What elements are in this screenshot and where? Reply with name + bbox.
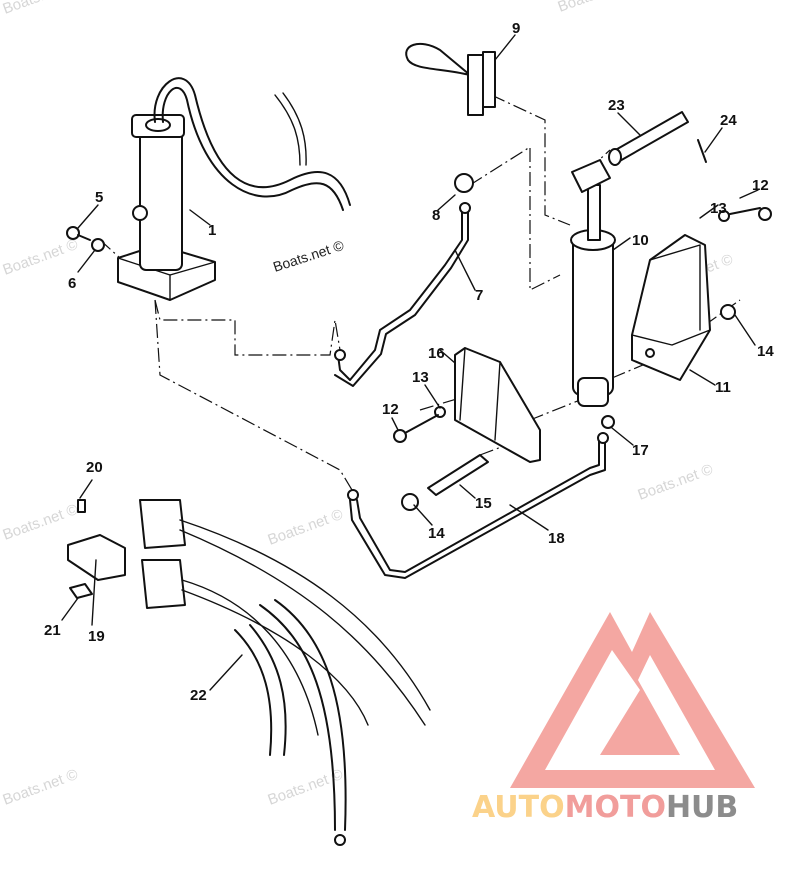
automotohub-logo: AUTO MOTO HUB xyxy=(472,612,755,825)
wiring-harness xyxy=(139,499,431,846)
label-21: 21 xyxy=(44,622,61,639)
wire-clip-bracket xyxy=(405,42,496,116)
label-13-left: 13 xyxy=(412,369,429,386)
label-11: 11 xyxy=(715,379,731,396)
label-15: 15 xyxy=(475,495,492,512)
label-24: 24 xyxy=(720,112,737,129)
label-19: 19 xyxy=(88,628,105,645)
label-6: 6 xyxy=(68,275,76,292)
label-22: 22 xyxy=(190,687,207,704)
pump-motor xyxy=(117,77,351,301)
watermark: Boats.net © xyxy=(556,0,636,16)
watermark-main: Boats.net © xyxy=(271,237,346,275)
watermark: Boats.net © xyxy=(1,0,81,18)
label-23: 23 xyxy=(608,97,625,114)
logo-mark xyxy=(510,612,755,788)
right-mount-bracket xyxy=(631,234,711,381)
label-8: 8 xyxy=(432,207,440,224)
label-7: 7 xyxy=(475,287,483,304)
label-12: 12 xyxy=(752,177,769,194)
label-5: 5 xyxy=(95,189,103,206)
logo-word-auto: AUTO xyxy=(472,790,565,825)
label-18: 18 xyxy=(548,530,565,547)
label-20: 20 xyxy=(86,459,103,476)
label-14: 14 xyxy=(757,343,774,360)
hydraulic-lines xyxy=(334,173,609,579)
hardware xyxy=(66,207,772,599)
label-16: 16 xyxy=(428,345,445,362)
watermark: Boats.net © xyxy=(636,461,716,504)
label-17: 17 xyxy=(632,442,649,459)
label-9: 9 xyxy=(512,20,520,37)
watermark: Boats.net © xyxy=(1,501,81,544)
logo-word-hub: HUB xyxy=(666,790,738,825)
label-13: 13 xyxy=(710,200,727,217)
label-12-left: 12 xyxy=(382,401,399,418)
label-1: 1 xyxy=(208,222,216,239)
leader-lines xyxy=(61,34,759,691)
logo-word-moto: MOTO xyxy=(565,790,666,825)
watermark: Boats.net © xyxy=(266,506,346,549)
left-mount-bracket xyxy=(454,347,541,463)
trim-cylinder xyxy=(570,159,616,407)
part-labels: 1 5 6 7 8 9 10 11 12 13 14 15 16 17 18 1… xyxy=(44,20,774,704)
watermark: Boats.net © xyxy=(1,236,81,279)
pivot-pin xyxy=(608,111,707,166)
faint-watermarks: Boats.net © Boats.net © Boats.net © Boat… xyxy=(1,0,736,809)
watermark: Boats.net © xyxy=(1,766,81,809)
label-14-lower: 14 xyxy=(428,525,445,542)
label-10: 10 xyxy=(632,232,649,249)
